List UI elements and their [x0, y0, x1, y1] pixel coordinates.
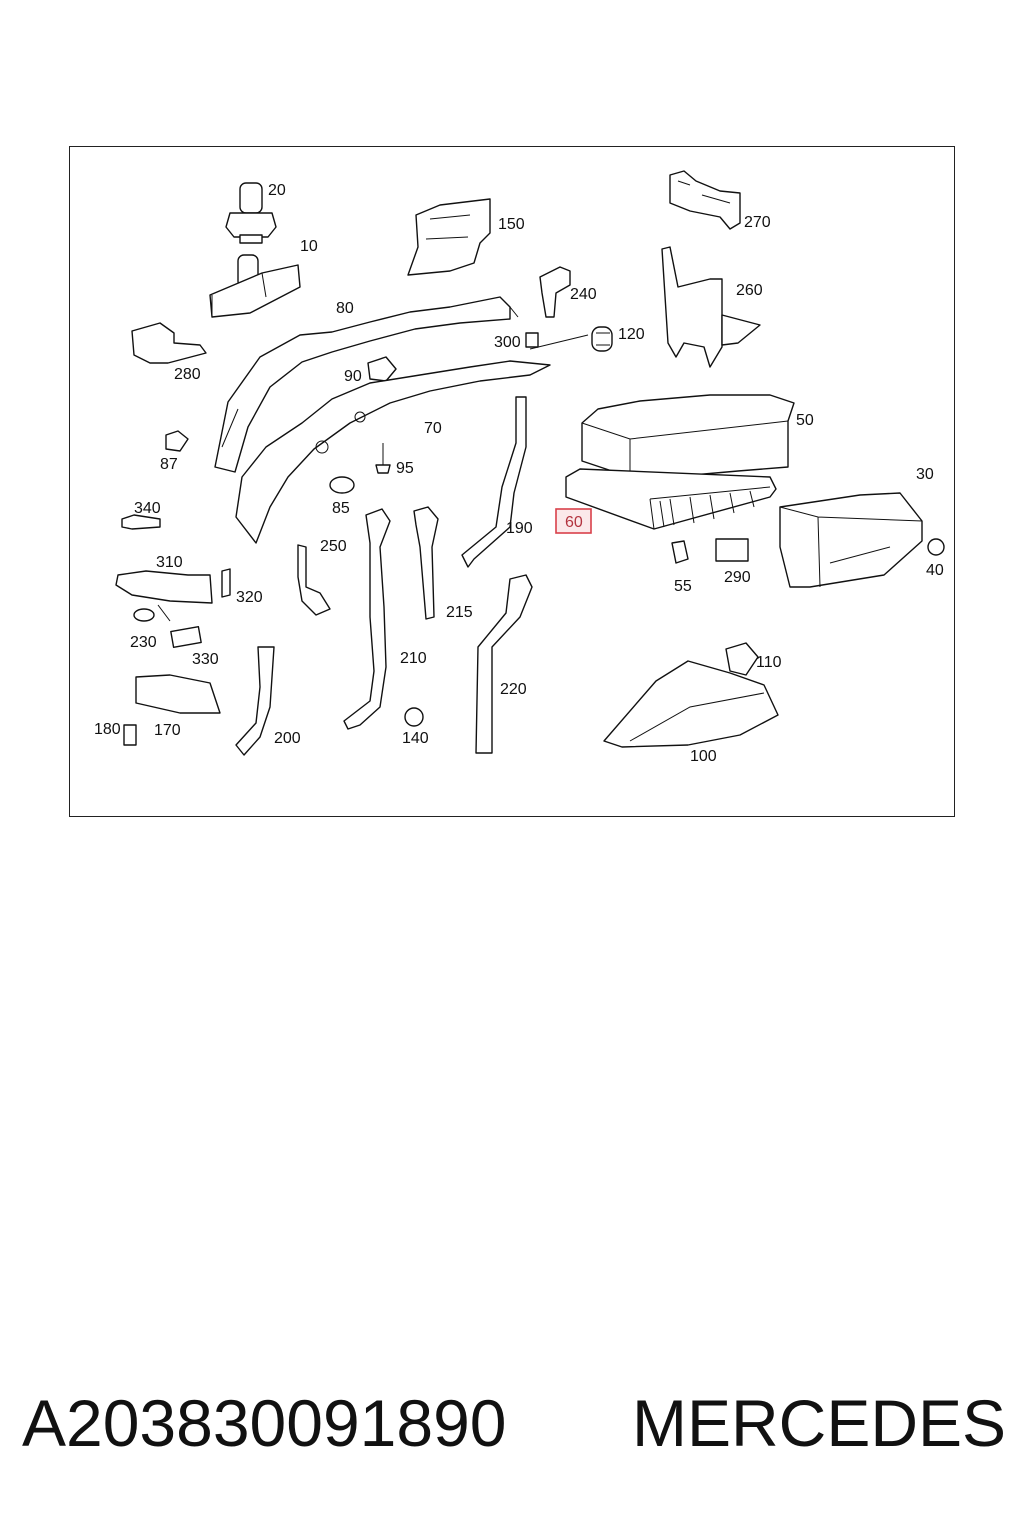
callout-87: 87	[160, 456, 178, 473]
callout-260: 260	[736, 282, 763, 299]
part-110-clip	[725, 642, 759, 676]
callout-250: 250	[320, 538, 347, 555]
part-170-bracket	[135, 674, 221, 714]
callout-220: 220	[500, 681, 527, 698]
part-95-screw	[375, 443, 391, 474]
callout-270: 270	[744, 214, 771, 231]
part-340-clip	[121, 514, 161, 530]
callout-210: 210	[400, 650, 427, 667]
callout-95: 95	[396, 460, 414, 477]
parts-diagram-frame: 20 10 80 150 270 240 260 300 120 280 90 …	[69, 146, 955, 817]
callout-20: 20	[268, 182, 286, 199]
callout-215: 215	[446, 604, 473, 621]
callout-300: 300	[494, 334, 521, 351]
callout-10: 10	[300, 238, 318, 255]
part-320-clip	[221, 568, 231, 598]
part-250-bracket	[297, 544, 331, 616]
callout-85: 85	[332, 500, 350, 517]
callout-170: 170	[154, 722, 181, 739]
callout-50: 50	[796, 412, 814, 429]
part-55-clip	[671, 540, 689, 564]
callout-280: 280	[174, 366, 201, 383]
part-215-hose	[413, 506, 439, 620]
part-240-clip	[539, 266, 571, 318]
callout-100: 100	[690, 748, 717, 765]
part-60-filter	[565, 468, 777, 530]
callout-80: 80	[336, 300, 354, 317]
callout-55: 55	[674, 578, 692, 595]
part-100-tray	[603, 660, 779, 748]
part-230-washer	[133, 608, 155, 622]
part-90-clip	[367, 356, 397, 382]
part-140-nut	[404, 707, 424, 727]
part-20-sensor	[225, 182, 277, 244]
part-270-bracket	[669, 170, 741, 230]
callout-290: 290	[724, 569, 751, 586]
part-30-housing	[779, 492, 923, 588]
part-200-hose	[235, 646, 275, 756]
callout-110: 110	[756, 654, 782, 671]
part-70-frame	[235, 360, 551, 544]
callout-70: 70	[424, 420, 442, 437]
callout-200: 200	[274, 730, 301, 747]
callout-310: 310	[156, 554, 183, 571]
part-85-grommet	[329, 476, 355, 494]
part-87-clip	[165, 430, 189, 452]
callout-140: 140	[402, 730, 429, 747]
part-190-hose	[461, 396, 527, 568]
part-120-grommet	[591, 326, 613, 352]
callout-150: 150	[498, 216, 525, 233]
part-300-clip	[525, 332, 539, 348]
part-310-bracket	[115, 570, 213, 604]
callout-240: 240	[570, 286, 597, 303]
brand-name: MERCEDES	[632, 1386, 1007, 1460]
part-150-shroud	[407, 198, 491, 276]
part-220-hose	[475, 574, 533, 754]
callout-320: 320	[236, 589, 263, 606]
parts-diagram: 20 10 80 150 270 240 260 300 120 280 90 …	[94, 170, 945, 765]
callout-40: 40	[926, 562, 944, 579]
part-330-pad	[170, 625, 202, 649]
callout-330: 330	[192, 651, 219, 668]
part-80-duct	[214, 296, 519, 473]
part-280-bracket	[131, 322, 207, 364]
callout-120: 120	[618, 326, 645, 343]
part-290-pad	[715, 538, 749, 562]
callout-190: 190	[506, 520, 533, 537]
callout-30: 30	[916, 466, 934, 483]
part-50-housing	[581, 394, 795, 478]
footer: A203830091890 MERCEDES	[0, 1378, 1024, 1478]
callout-340: 340	[134, 500, 161, 517]
part-10-sensor-block	[209, 254, 301, 318]
part-40-nut	[927, 538, 945, 556]
callout-230: 230	[130, 634, 157, 651]
callout-90: 90	[344, 368, 362, 385]
part-210-hose	[343, 508, 391, 730]
part-number: A203830091890	[22, 1386, 507, 1460]
callout-60-highlight	[555, 508, 592, 534]
callout-60: 60	[565, 514, 583, 531]
callout-180: 180	[94, 721, 121, 738]
part-260-bracket	[661, 246, 761, 368]
part-180-clip	[123, 724, 137, 746]
